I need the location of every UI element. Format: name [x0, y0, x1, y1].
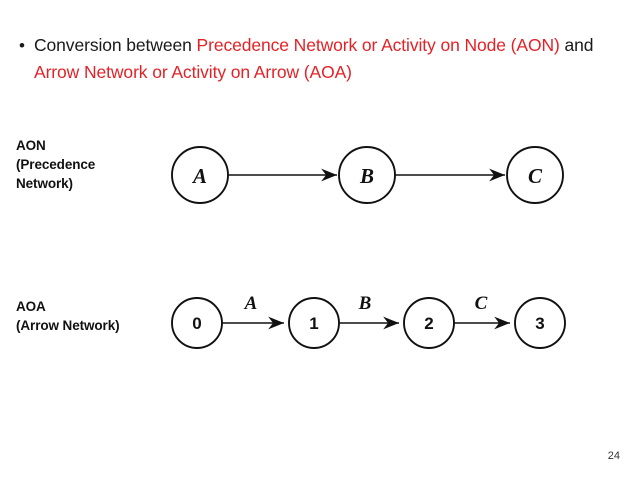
- aon-node-b[interactable]: B: [338, 146, 396, 204]
- bullet-text-part-2-red: Precedence Network or Activity on Node (…: [196, 35, 560, 55]
- aoa-node-2[interactable]: 2: [403, 297, 455, 349]
- aoa-node-0[interactable]: 0: [171, 297, 223, 349]
- aon-node-c-label: C: [528, 164, 543, 188]
- aoa-node-1[interactable]: 1: [288, 297, 340, 349]
- aoa-node-2-label: 2: [424, 314, 433, 333]
- bullet-text-part-1: Conversion between: [34, 35, 197, 55]
- bullet-text-part-4-red: Arrow Network or Activity on Arrow (AOA): [34, 62, 352, 82]
- aon-node-c[interactable]: C: [506, 146, 564, 204]
- bullet-marker: •: [19, 36, 25, 55]
- network-diagrams-svg: A B C 0 1 2: [171, 146, 566, 349]
- aon-node-a-label: A: [191, 164, 207, 188]
- aoa-section-label: AOA (Arrow Network): [16, 299, 120, 333]
- aon-section-label: AON (Precedence Network): [16, 138, 96, 191]
- aoa-edge-1-2-label: B: [358, 293, 372, 314]
- bullet-paragraph: • Conversion between Precedence Network …: [16, 32, 616, 86]
- aoa-edge-2-3-label: C: [475, 293, 488, 314]
- aoa-node-3[interactable]: 3: [514, 297, 566, 349]
- aon-diagram: A B C: [171, 146, 564, 204]
- aoa-edge-0-1-label: A: [244, 293, 258, 314]
- aon-node-b-label: B: [359, 164, 374, 188]
- page-number: 24: [607, 450, 620, 462]
- bullet-text-part-3: and: [559, 35, 594, 55]
- aon-node-a[interactable]: A: [171, 146, 229, 204]
- diagram-area: AON (Precedence Network) AOA (Arrow Netw…: [0, 104, 638, 374]
- bullet-text: Conversion between Precedence Network or…: [34, 32, 616, 86]
- aoa-node-3-label: 3: [535, 314, 544, 333]
- aoa-diagram: 0 1 2 3 A B C: [171, 293, 566, 349]
- aoa-node-0-label: 0: [192, 314, 201, 333]
- aoa-node-1-label: 1: [309, 314, 318, 333]
